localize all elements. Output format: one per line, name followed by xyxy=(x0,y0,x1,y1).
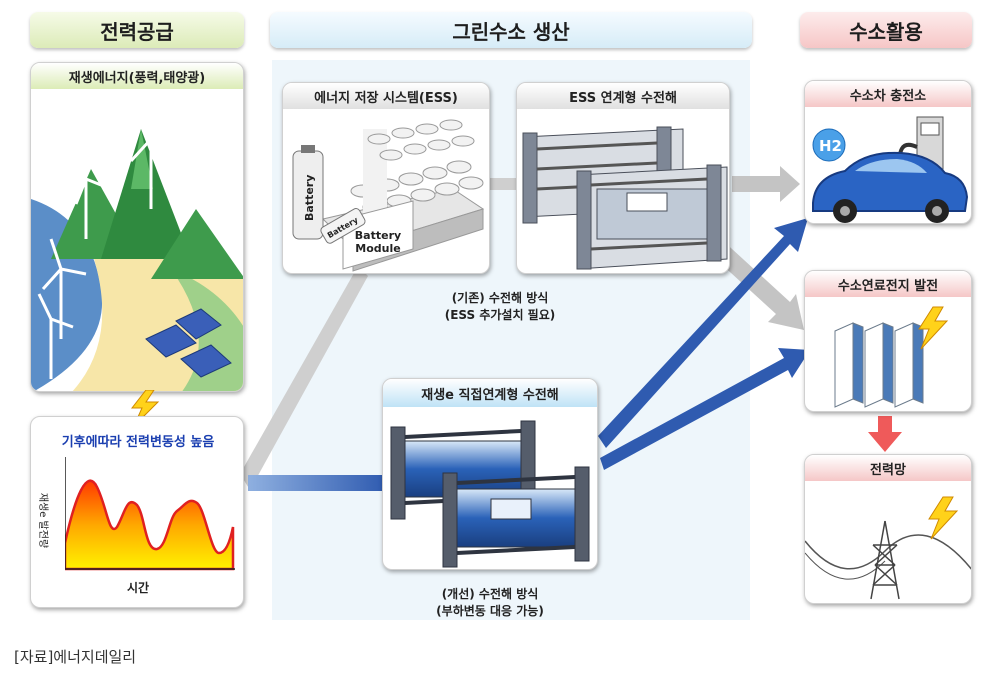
pink-arrow-to-grid xyxy=(868,416,902,452)
blue-arrow-to-fuelcell xyxy=(600,348,810,470)
direct-electrolysis-card: 재생e 직접연계형 수전해 xyxy=(382,378,598,570)
improved-method-line2: (부하변동 대응 가능) xyxy=(436,604,544,618)
battery-icon: Battery xyxy=(292,145,324,240)
header-hydrogen-use: 수소활용 xyxy=(800,12,972,48)
volatility-xlabel: 시간 xyxy=(126,581,150,595)
fuel-cell-illustration xyxy=(834,306,949,408)
gray-arrow-to-fuelcell xyxy=(708,238,804,330)
blue-arrow-to-direct xyxy=(248,475,386,491)
hydrogen-car-illustration: H2 xyxy=(812,116,969,223)
direct-electrolysis-title: 재생e 직접연계형 수전해 xyxy=(383,379,597,407)
volatility-graph xyxy=(65,457,235,571)
fuel-cell-title: 수소연료전지 발전 xyxy=(805,271,971,297)
header-power-supply: 전력공급 xyxy=(30,12,244,48)
improved-method-caption: (개선) 수전해 방식 (부하변동 대응 가능) xyxy=(390,586,590,620)
renewable-illustration xyxy=(31,89,243,391)
source-credit: [자료]에너지데일리 xyxy=(14,648,137,666)
svg-text:Battery: Battery xyxy=(303,175,316,221)
gray-arrow-ess-to-electrolysis xyxy=(488,178,518,190)
header-green-hydrogen: 그린수소 생산 xyxy=(270,12,752,48)
ess-electrolysis-card: ESS 연계형 수전해 xyxy=(516,82,730,274)
module-label: Battery Module xyxy=(354,229,402,255)
battery-module-illustration: Battery Battery xyxy=(292,119,485,272)
lightning-icon xyxy=(918,306,949,350)
fuel-station-card: 수소차 충전소 H2 xyxy=(804,80,972,224)
blue-arrow-to-station xyxy=(598,218,808,448)
volatility-title: 기후에따라 전력변동성 높음 xyxy=(61,435,215,450)
gray-arrow-to-station xyxy=(732,166,800,202)
existing-method-line2: (ESS 추가설치 필요) xyxy=(444,308,556,322)
h2-icon: H2 xyxy=(812,128,846,162)
existing-method-caption: (기존) 수전해 방식 (ESS 추가설치 필요) xyxy=(400,290,600,324)
transmission-tower-illustration xyxy=(805,496,971,600)
ess-title: 에너지 저장 시스템(ESS) xyxy=(283,83,489,109)
gray-arrow-to-ess xyxy=(240,266,368,490)
fuel-station-title: 수소차 충전소 xyxy=(805,81,971,107)
existing-method-line1: (기존) 수전해 방식 xyxy=(451,291,549,305)
ess-card: 에너지 저장 시스템(ESS) Battery Battery Battery … xyxy=(282,82,490,274)
tower-icon xyxy=(870,520,900,600)
svg-text:H2: H2 xyxy=(819,137,842,155)
volatility-card: 기후에따라 전력변동성 높음 재생e 발전량 시간 xyxy=(30,416,244,608)
power-grid-title: 전력망 xyxy=(805,455,971,481)
improved-method-line1: (개선) 수전해 방식 xyxy=(441,587,539,601)
power-grid-card: 전력망 xyxy=(804,454,972,604)
renewable-card: 재생에너지(풍력,태양광) xyxy=(30,62,244,392)
fuel-cell-card: 수소연료전지 발전 xyxy=(804,270,972,412)
ess-electrolysis-title: ESS 연계형 수전해 xyxy=(517,83,729,109)
renewable-title: 재생에너지(풍력,태양광) xyxy=(31,63,243,89)
lightning-icon xyxy=(928,496,959,540)
solar-panel-icon xyxy=(145,308,232,378)
direct-electrolyzer-illustration xyxy=(390,420,590,568)
wind-turbine-icon xyxy=(37,108,177,379)
electrolyzer-illustration xyxy=(522,126,728,270)
volatility-ylabel: 재생e 발전량 xyxy=(37,492,49,549)
